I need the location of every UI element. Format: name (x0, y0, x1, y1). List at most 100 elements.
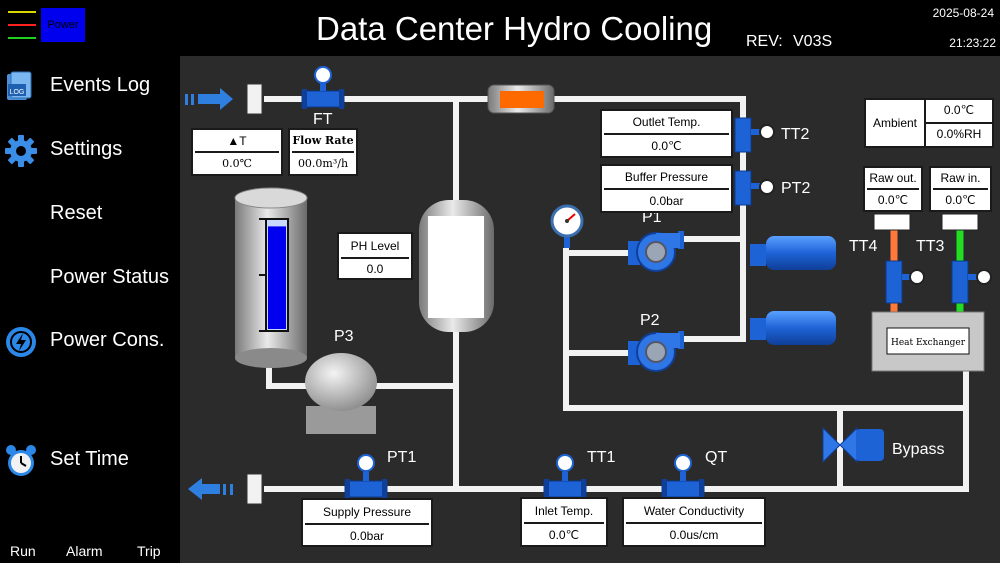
log-icon-text: LOG (10, 89, 25, 96)
sensor-pt1[interactable] (344, 454, 388, 499)
power-icon (6, 327, 36, 357)
rev-value: V03S (793, 33, 833, 50)
readout-buffer-pressure: Buffer Pressure 0.0bar (600, 164, 733, 213)
readout-humidity: 0.0%RH (936, 127, 982, 141)
readout-value: 0.0bar (649, 194, 684, 208)
process-diagram-area: Heat Exchanger (180, 56, 1000, 563)
rev-label: REV: (746, 33, 783, 50)
pump-p1[interactable] (628, 231, 684, 272)
buffer-vessel (419, 200, 494, 332)
storage-tank (234, 187, 308, 368)
readout-value: 0.0 (366, 262, 384, 276)
sidebar-item-events-log[interactable]: LOG Events Log (0, 64, 180, 108)
power-badge[interactable]: Power (41, 8, 85, 42)
page-title: Data Center Hydro Cooling (316, 10, 713, 47)
readout-value: 0.0℃ (877, 193, 909, 207)
header-bar: Power Data Center Hydro Cooling REV: V03… (0, 0, 1000, 56)
legend-line-yellow (8, 11, 36, 13)
inlet-flow-arrow (185, 88, 233, 110)
motor-m1[interactable] (750, 236, 836, 270)
readout-label: Raw in. (940, 171, 981, 185)
tag-bypass: Bypass (892, 441, 945, 458)
time-display: 21:23:22 (949, 36, 996, 50)
tag-ft: FT (313, 111, 333, 128)
readout-temp: 0.0℃ (943, 103, 975, 117)
readout-water-conductivity: Water Conductivity 0.0us/cm (622, 497, 766, 547)
heat-exchanger[interactable]: Heat Exchanger (871, 311, 985, 372)
status-trip: Trip (137, 543, 161, 559)
heat-exchanger-label: Heat Exchanger (891, 338, 966, 348)
pressure-gauge-icon (550, 204, 584, 248)
tag-tt1: TT1 (587, 449, 616, 466)
sidebar-item-label: Power Cons. (50, 329, 165, 351)
readout-flow-rate: Flow Rate 00.0m³/h (288, 128, 358, 176)
readout-value: 0.0℃ (222, 157, 252, 170)
outlet-connector (246, 473, 263, 505)
tag-p3: P3 (334, 328, 354, 345)
pipe-buffer-loop (680, 176, 746, 342)
readout-label: Ambient (872, 116, 918, 130)
readout-supply-pressure: Supply Pressure 0.0bar (301, 498, 433, 547)
readout-label: Inlet Temp. (534, 504, 594, 518)
power-legend[interactable]: Power (8, 8, 86, 42)
sensor-pt2[interactable] (734, 170, 775, 206)
bypass-valve[interactable] (822, 426, 884, 464)
tank-level-fill (268, 226, 286, 329)
readout-raw-out: Raw out. 0.0℃ (863, 166, 923, 212)
readout-label: Water Conductivity (643, 504, 745, 518)
tag-tt4: TT4 (849, 238, 878, 255)
legend-line-green (8, 37, 36, 39)
inline-heater (487, 84, 555, 114)
readout-label: Flow Rate (292, 134, 354, 147)
events-log-icon: LOG (7, 71, 32, 100)
sensor-tt3[interactable] (951, 260, 992, 304)
sidebar-item-label: Reset (50, 202, 103, 224)
pump-p2[interactable] (628, 331, 684, 372)
sidebar: LOG Events Log Settings Reset Power Stat… (0, 56, 180, 563)
tag-p1: P1 (642, 209, 662, 226)
raw-in-cap (941, 213, 979, 231)
readout-value: 0.0bar (349, 529, 385, 543)
readout-value: 0.0℃ (651, 139, 682, 153)
tag-tt2: TT2 (781, 126, 810, 143)
readout-value: 00.0m³/h (297, 157, 349, 170)
sidebar-item-label: Events Log (50, 74, 151, 96)
sidebar-item-power-status[interactable]: Power Status (0, 256, 180, 300)
motor-m2[interactable] (750, 311, 836, 345)
tag-p2: P2 (640, 312, 660, 329)
readout-label: Raw out. (869, 171, 917, 185)
sidebar-item-label: Settings (50, 138, 123, 160)
sidebar-item-reset[interactable]: Reset (0, 192, 180, 236)
status-alarm: Alarm (66, 543, 103, 559)
piping-diagram: Heat Exchanger (185, 66, 992, 505)
readout-value: 0.0℃ (945, 193, 976, 207)
readout-label: Buffer Pressure (624, 170, 709, 184)
sidebar-item-power-cons[interactable]: Power Cons. (0, 319, 180, 363)
readout-inlet-temp: Inlet Temp. 0.0℃ (520, 497, 608, 547)
inlet-connector (246, 83, 263, 115)
sidebar-item-set-time[interactable]: Set Time (0, 438, 180, 482)
sidebar-item-settings[interactable]: Settings (0, 128, 180, 172)
gear-icon (5, 135, 37, 167)
readout-value: 0.0℃ (548, 528, 580, 542)
date-display: 2025-08-24 (932, 6, 994, 20)
readout-ph-level: PH Level 0.0 (337, 232, 413, 280)
tag-pt2: PT2 (781, 180, 811, 197)
legend-line-red (8, 24, 36, 26)
pipe-loop-return (563, 248, 966, 411)
flow-transmitter-ft[interactable] (301, 66, 345, 109)
readout-label: ▲T (227, 134, 247, 148)
pipe-bottom-return (264, 318, 969, 492)
readout-ambient: Ambient 0.0℃ 0.0%RH (864, 98, 994, 148)
tag-qt: QT (705, 449, 728, 466)
readout-value: 0.0us/cm (669, 528, 719, 542)
readout-label: Outlet Temp. (632, 115, 701, 129)
readout-delta-t: ▲T 0.0℃ (191, 128, 283, 176)
sensor-qt[interactable] (661, 454, 705, 499)
sensor-tt1[interactable] (543, 454, 587, 499)
readout-outlet-temp: Outlet Temp. 0.0℃ (600, 109, 733, 158)
sensor-tt4[interactable] (885, 260, 925, 304)
pump-p3[interactable] (305, 353, 377, 434)
sensor-tt2[interactable] (734, 117, 775, 153)
status-run: Run (10, 543, 36, 559)
